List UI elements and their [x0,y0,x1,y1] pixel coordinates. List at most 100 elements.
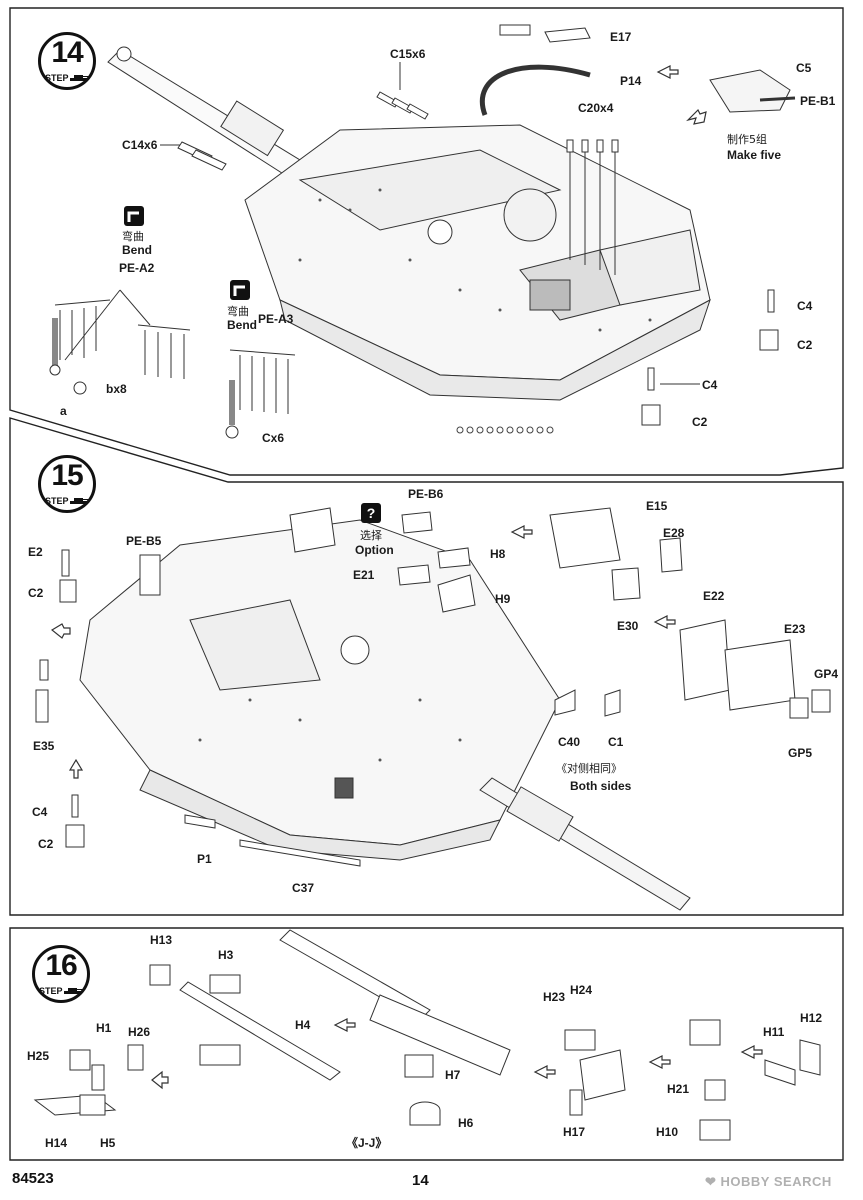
turret-14 [107,46,711,401]
label-p1: P1 [197,852,212,866]
label-pe-a3: PE-A3 [258,312,294,326]
label-e22: E22 [703,589,725,603]
parts-16 [33,929,821,1141]
label-pe-b5: PE-B5 [126,534,162,548]
step-16-badge: 16 STEP [32,945,90,1003]
label-c20: C20x4 [578,101,614,115]
label-c4: C4 [702,378,718,392]
label-c40: C40 [558,735,581,749]
parts-c4-c2-14 [641,289,779,426]
label-both-sides-cn: 《对侧相同》 [556,762,622,775]
label-c37: C37 [292,881,315,895]
label-option-cn: 选择 [360,529,382,542]
label-h26: H26 [128,1025,151,1039]
label-h13: H13 [150,933,173,947]
parts-15 [35,507,831,867]
label-gp5: GP5 [788,746,813,760]
label-h6: H6 [458,1116,474,1130]
bend-icon [124,206,144,226]
label-pe-a2: PE-A2 [119,261,155,275]
label-e21: E21 [353,568,375,582]
label-h14: H14 [45,1136,68,1150]
step-15-frame [9,417,844,916]
label-h10: H10 [656,1125,679,1139]
label-e30: E30 [617,619,639,633]
label-h25: H25 [27,1049,50,1063]
label-h5: H5 [100,1136,116,1150]
step-number: 14 [51,36,83,69]
label-c5: C5 [796,61,812,75]
parts-c20 [566,139,619,275]
fret-pe-a3 [225,349,296,439]
label-h8: H8 [490,547,506,561]
option-icon: ? [361,503,381,523]
label-make-five: Make five [727,148,782,162]
label-h9: H9 [495,592,511,606]
label-option: Option [355,543,394,557]
label-pe-b1: PE-B1 [800,94,836,108]
label-c2: C2 [38,837,54,851]
watermark: ❤ HOBBY SEARCH [705,1174,832,1190]
label-jj: 《J-J》 [346,1136,388,1150]
fret-pe-a2 [49,289,191,395]
label-h12: H12 [800,1011,823,1025]
label-c15: C15x6 [390,47,426,61]
label-gp4: GP4 [814,667,839,681]
tank-icon [70,75,89,81]
label-cx6: Cx6 [262,431,285,445]
label-h21: H21 [667,1082,690,1096]
label-bend-2: Bend [227,318,257,332]
label-bx8: bx8 [106,382,127,396]
label-h7: H7 [445,1068,461,1082]
label-e15: E15 [646,499,668,513]
step-14-frame [9,7,844,476]
step-16-frame [9,927,844,1161]
arrow-icon [50,65,763,1090]
label-c2: C2 [692,415,708,429]
label-p14: P14 [620,74,642,88]
label-both-sides: Both sides [570,779,632,793]
label-h1: H1 [96,1021,112,1035]
page-number: 14 [412,1172,429,1189]
label-a: a [60,404,67,418]
step-14-badge: 14 STEP [38,32,96,90]
label-c2: C2 [28,586,44,600]
parts-c15 [376,62,429,120]
bend-icon [230,280,250,300]
label-c14: C14x6 [122,138,158,152]
step-word: STEP [45,73,69,83]
label-h17: H17 [563,1125,586,1139]
watermark-logo-icon: ❤ [705,1174,717,1189]
tank-icon [70,498,89,504]
label-h4: H4 [295,1018,311,1032]
part-c5 [709,69,791,113]
part-p14 [479,64,591,116]
label-bend-cn-2: 弯曲 [227,305,249,318]
part-e17 [544,27,591,43]
label-h3: H3 [218,948,234,962]
step-word: STEP [45,496,69,506]
label-make-five-cn: 制作5组 [727,133,767,146]
label-e17: E17 [610,30,632,44]
tank-icon [64,988,83,994]
parts-c14 [160,141,227,171]
label-c4: C4 [32,805,48,819]
label-c2: C2 [797,338,813,352]
label-bend-1: Bend [122,243,152,257]
label-h23: H23 [543,990,566,1004]
step-number: 16 [45,949,77,982]
label-h11: H11 [763,1025,785,1039]
turret-15 [79,519,691,911]
svg-text:?: ? [367,505,376,521]
label-e2: E2 [28,545,43,559]
watermark-text: HOBBY SEARCH [720,1174,832,1189]
step-number: 15 [51,459,83,492]
product-code: 84523 [12,1170,54,1187]
label-bend-cn-1: 弯曲 [122,230,144,243]
cable-pegs [456,426,554,434]
label-e28: E28 [663,526,685,540]
label-e35: E35 [33,739,55,753]
label-c4: C4 [797,299,813,313]
